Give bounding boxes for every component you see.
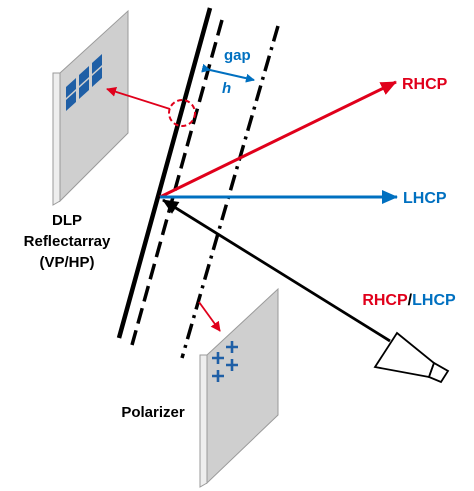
source-rhcp-label: RHCP <box>362 292 408 309</box>
dlp-reflectarray-panel <box>52 9 129 206</box>
source-lhcp-label: LHCP <box>412 292 456 309</box>
polarizer-cross-elements <box>212 341 238 382</box>
source-polarization-label: RHCP/LHCP <box>362 292 456 309</box>
h-label: h <box>222 80 231 97</box>
incident-wave-arrow <box>162 198 391 343</box>
polarizer-callout-arrow <box>198 301 221 332</box>
polarizer-dashdot-line <box>180 25 280 359</box>
dlp-label-line3: (VP/HP) <box>39 254 94 271</box>
dlp-label-line2: Reflectarray <box>24 233 111 250</box>
dlp-callout-arrow <box>106 86 171 110</box>
zoom-circle <box>168 99 196 127</box>
rhcp-reflected-arrow <box>159 80 397 199</box>
dlp-patch-grid <box>66 54 102 111</box>
polarizer-panel <box>199 287 279 488</box>
lhcp-output-label: LHCP <box>403 190 447 207</box>
polarizer-label: Polarizer <box>121 404 185 421</box>
reflectarray-surface-line <box>116 7 213 339</box>
rhcp-output-label: RHCP <box>402 76 448 93</box>
reflectarray-dashed-line <box>130 19 224 346</box>
source-slash: / <box>408 292 413 309</box>
gap-arrow <box>201 63 255 83</box>
dlp-label-line1: DLP <box>52 212 82 229</box>
horn-antenna-icon <box>373 331 450 384</box>
gap-label: gap <box>224 47 251 64</box>
